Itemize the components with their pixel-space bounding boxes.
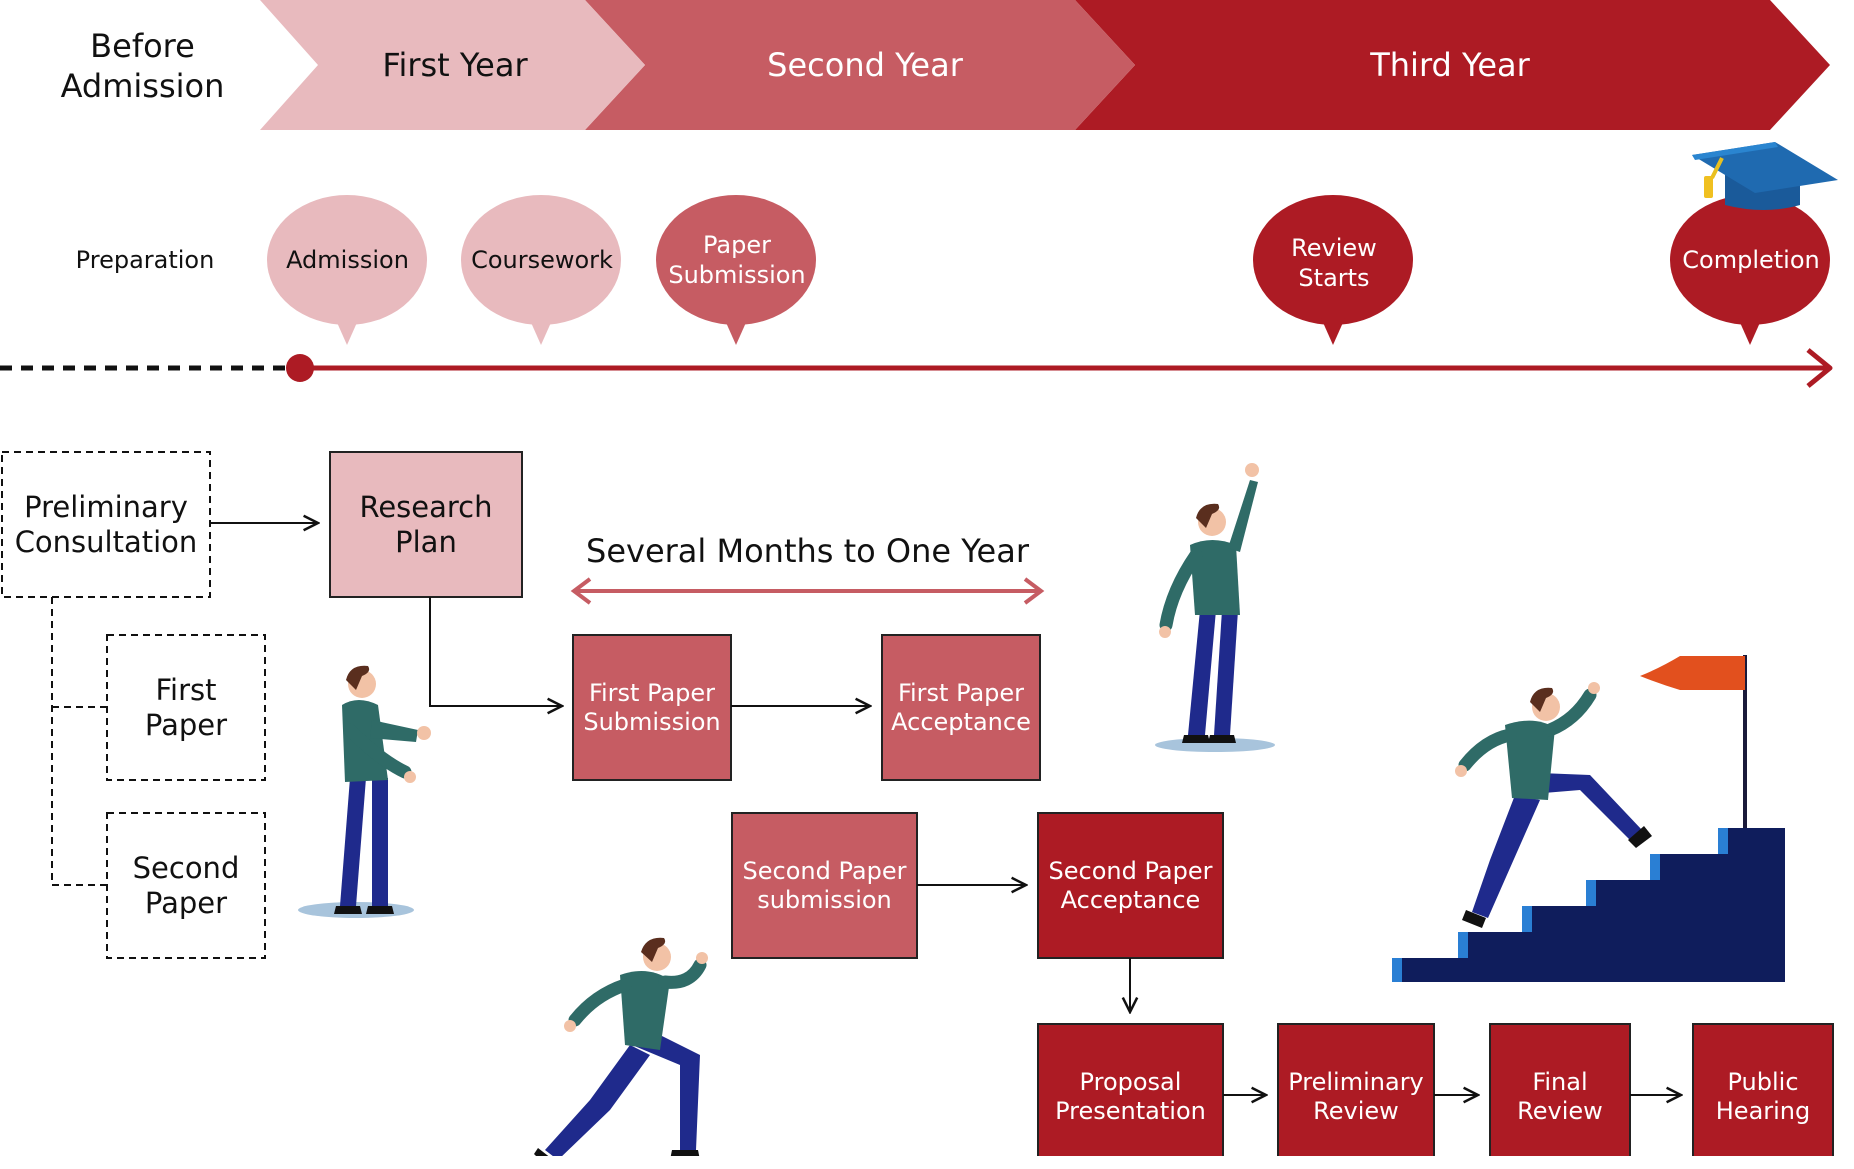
- research-plan-box: [329, 451, 523, 598]
- bubble-review-starts: [1253, 195, 1413, 345]
- second-paper-submission-label: Second Paper submission: [742, 856, 907, 914]
- bubble-admission: [267, 195, 427, 345]
- reaching-man-illustration: [1155, 463, 1275, 752]
- preliminary-consultation-label: Preliminary Consultation: [14, 489, 198, 559]
- first-paper-label: First Paper: [144, 672, 228, 742]
- public-hearing-box: [1692, 1023, 1834, 1156]
- second-paper-label: Second Paper: [132, 850, 240, 920]
- pointing-man-illustration: [298, 665, 431, 918]
- before-admission-label: Before Admission: [60, 26, 225, 105]
- chevron-first-year: [260, 0, 645, 130]
- paper-bracket-connector: [51, 597, 107, 886]
- duration-label: Several Months to One Year: [586, 531, 1029, 570]
- year-label-first: First Year: [382, 46, 528, 84]
- duration-double-arrow: [570, 577, 1045, 605]
- timeline-start-dot: [286, 354, 314, 382]
- research-plan-label: Research Plan: [359, 489, 493, 559]
- proposal-presentation-box: [1037, 1023, 1224, 1156]
- bubble-label-paper-submission: Paper Submission: [668, 231, 806, 289]
- year-label-third: Third Year: [1370, 46, 1530, 84]
- second-paper-acceptance-label: Second Paper Acceptance: [1048, 856, 1213, 914]
- public-hearing-label: Public Hearing: [1715, 1067, 1811, 1125]
- final-review-label: Final Review: [1517, 1067, 1603, 1125]
- graduation-cap-icon: [1692, 142, 1838, 210]
- bubble-label-admission: Admission: [286, 246, 409, 274]
- stairs-climb-illustration: [1392, 655, 1785, 982]
- bubble-coursework: [461, 195, 621, 345]
- bubble-label-review-starts: Review Starts: [1291, 234, 1377, 292]
- preliminary-review-box: [1277, 1023, 1435, 1156]
- second-paper-acceptance-box: [1037, 812, 1224, 959]
- second-paper-submission-box: [731, 812, 918, 959]
- preliminary-review-label: Preliminary Review: [1288, 1067, 1424, 1125]
- proposal-presentation-label: Proposal Presentation: [1055, 1067, 1206, 1125]
- bubble-label-coursework: Coursework: [471, 246, 613, 274]
- chevron-second-year: [585, 0, 1135, 130]
- first-paper-submission-box: [572, 634, 732, 781]
- preliminary-consultation-box: [1, 451, 211, 598]
- bubble-label-completion: Completion: [1682, 246, 1820, 274]
- year-label-second: Second Year: [767, 46, 963, 84]
- bubble-paper-submission: [656, 195, 816, 345]
- final-review-box: [1489, 1023, 1631, 1156]
- first-paper-acceptance-label: First Paper Acceptance: [891, 678, 1031, 736]
- first-paper-submission-label: First Paper Submission: [583, 678, 721, 736]
- running-man-illustration: [534, 937, 708, 1156]
- bubble-completion: [1670, 195, 1830, 345]
- first-paper-acceptance-box: [881, 634, 1041, 781]
- chevron-third-year: [1075, 0, 1830, 130]
- arrow-plan-to-first-submission: [429, 597, 562, 706]
- timeline-arrowhead: [1806, 348, 1833, 388]
- preparation-label: Preparation: [75, 246, 215, 274]
